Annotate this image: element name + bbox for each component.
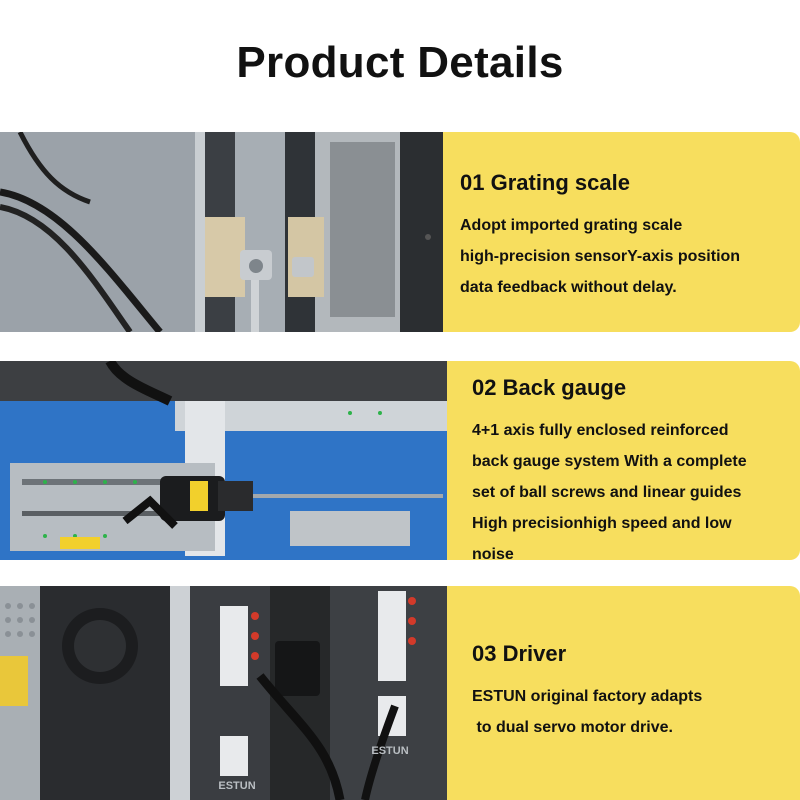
section-text-line: set of ball screws and linear guides [472,484,742,501]
page-title: Product Details [236,38,564,87]
back-gauge-photo [0,361,447,560]
section-3-text: 03 Driver ESTUN original factory adapts … [472,641,702,743]
section-back-gauge: 02 Back gauge 4+1 axis fully enclosed re… [0,361,800,560]
section-text-line: noise [472,546,514,560]
section-grating-scale: 01 Grating scale Adopt imported grating … [0,132,800,332]
servo-driver-photo: ESTUN ESTUN [0,586,447,800]
section-text-line: high-precision sensorY-axis position [460,248,741,265]
section-1-text: 01 Grating scale Adopt imported grating … [460,170,740,303]
section-text-line: Adopt imported grating scale [460,217,683,234]
section-text-line: data feedback without delay. [460,279,677,296]
section-text-line: to dual servo motor drive. [472,719,673,736]
estun-logo: ESTUN [371,745,408,757]
section-heading: 02 Back gauge [472,375,627,400]
section-heading: 01 Grating scale [460,170,630,195]
section-heading: 03 Driver [472,641,567,666]
estun-logo: ESTUN [218,780,255,792]
section-driver: ESTUN ESTUN 03 Driver ESTUN original fac… [0,586,800,800]
section-2-text: 02 Back gauge 4+1 axis fully enclosed re… [472,375,747,560]
section-text-line: back gauge system With a complete [472,453,747,470]
section-text-line: ESTUN original factory adapts [472,688,703,705]
section-text-line: High precisionhigh speed and low [472,515,732,532]
grating-scale-photo [0,132,443,332]
section-text-line: 4+1 axis fully enclosed reinforced [472,422,729,439]
